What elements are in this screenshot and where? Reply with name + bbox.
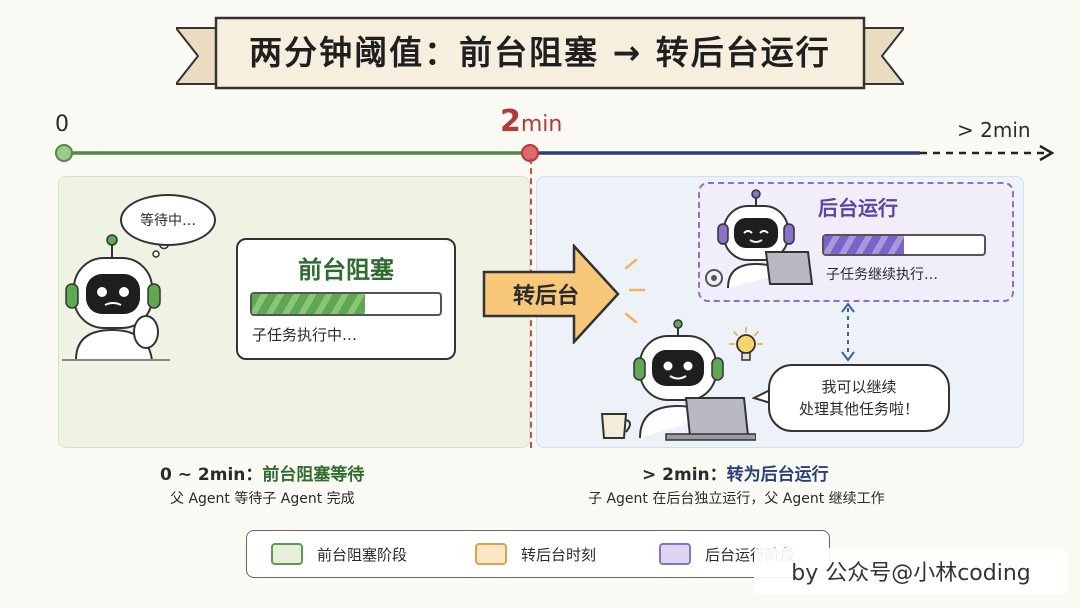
timeline-threshold-label: 2min	[500, 104, 563, 139]
title-ribbon	[176, 16, 904, 90]
right-caption: > 2min：转为后台运行	[642, 465, 829, 485]
legend-item-transition: 转后台时刻	[475, 543, 596, 565]
lightbulb-icon	[729, 327, 763, 361]
legend-swatch	[659, 543, 691, 565]
background-progress-fill	[824, 236, 904, 254]
transition-arrow-icon	[482, 244, 646, 344]
legend-swatch	[271, 543, 303, 565]
foreground-card-status: 子任务执行中…	[252, 326, 358, 344]
waiting-robot-icon	[62, 234, 170, 361]
background-robot-icon	[705, 189, 814, 289]
background-card-title: 后台运行	[818, 196, 898, 220]
link-arrow-icon	[841, 302, 855, 362]
watermark: by 公众号@小林coding	[754, 548, 1068, 594]
background-progress-bar	[822, 234, 986, 256]
legend-swatch	[475, 543, 507, 565]
speech-line-2: 处理其他任务啦！	[798, 400, 919, 418]
foreground-progress-fill	[252, 294, 365, 314]
foreground-blocking-card: 前台阻塞 子任务执行中…	[236, 238, 456, 360]
background-card-status: 子任务继续执行…	[826, 267, 938, 283]
speech-bubble: 我可以继续 处理其他任务啦！	[768, 364, 950, 432]
left-caption-sub: 父 Agent 等待子 Agent 完成	[170, 491, 355, 507]
page-title: 两分钟阈值：前台阻塞 → 转后台运行	[249, 33, 831, 72]
timeline	[55, 144, 1055, 162]
parent-robot-icon	[600, 319, 756, 441]
foreground-progress-bar	[250, 292, 442, 316]
timeline-start-dot	[55, 144, 73, 162]
left-caption: 0 ~ 2min：前台阻塞等待	[160, 465, 365, 485]
transition-label: 转后台	[512, 284, 579, 309]
foreground-card-title: 前台阻塞	[298, 256, 394, 284]
timeline-start-label: 0	[55, 112, 69, 137]
thought-bubble: 等待中…	[120, 194, 216, 246]
timeline-end-label: > 2min	[957, 118, 1031, 142]
speech-line-1: 我可以继续	[821, 378, 897, 396]
legend: 前台阻塞阶段 转后台时刻 后台运行阶段	[246, 530, 830, 578]
legend-item-foreground: 前台阻塞阶段	[271, 543, 407, 565]
right-caption-sub: 子 Agent 在后台独立运行，父 Agent 继续工作	[588, 491, 885, 507]
